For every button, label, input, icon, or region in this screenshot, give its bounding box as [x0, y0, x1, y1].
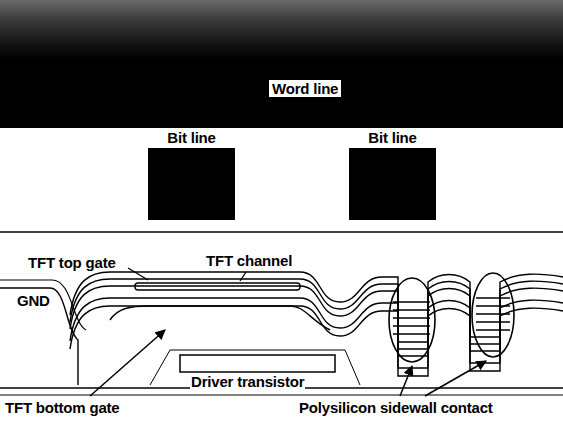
driver-gate	[180, 355, 335, 372]
gnd-outline	[0, 288, 78, 385]
tft-layer	[70, 286, 563, 356]
contact-ellipse	[389, 278, 435, 362]
substrate-line	[0, 395, 563, 396]
leader-arrow	[425, 361, 486, 396]
gnd-outline	[0, 280, 86, 330]
bar-heading: Bit line	[148, 128, 235, 147]
bit-line-fill	[148, 148, 235, 220]
part-label: TFT bottom gate	[4, 399, 120, 416]
leader-line	[128, 268, 148, 280]
leader-arrow	[400, 366, 412, 396]
tft-layer	[70, 279, 563, 349]
tft-bottom-gate-layer	[110, 306, 330, 330]
tft-layer	[70, 298, 563, 368]
part-label: TFT top gate	[27, 254, 117, 271]
bit-line-bar: Bit line	[148, 128, 235, 220]
leader-arrow	[90, 330, 165, 396]
contact-layers	[393, 298, 510, 334]
contact-ellipse	[472, 273, 514, 357]
part-label: TFT channel	[205, 252, 293, 269]
part-label: Driver transistor	[190, 373, 305, 390]
bar-heading: Bit line	[349, 128, 436, 147]
part-label: Polysilicon sidewall contact	[298, 399, 494, 416]
tft-layer	[70, 306, 563, 376]
word-line-band: Word line	[0, 0, 563, 128]
region-border	[0, 231, 563, 233]
part-label: GND	[16, 292, 51, 309]
bit-line-fill	[349, 148, 436, 220]
tft-channel-layer	[135, 283, 300, 290]
bit-line-bar: Bit line	[349, 128, 436, 220]
band-label: Word line	[268, 79, 342, 98]
leader-line	[240, 272, 246, 281]
